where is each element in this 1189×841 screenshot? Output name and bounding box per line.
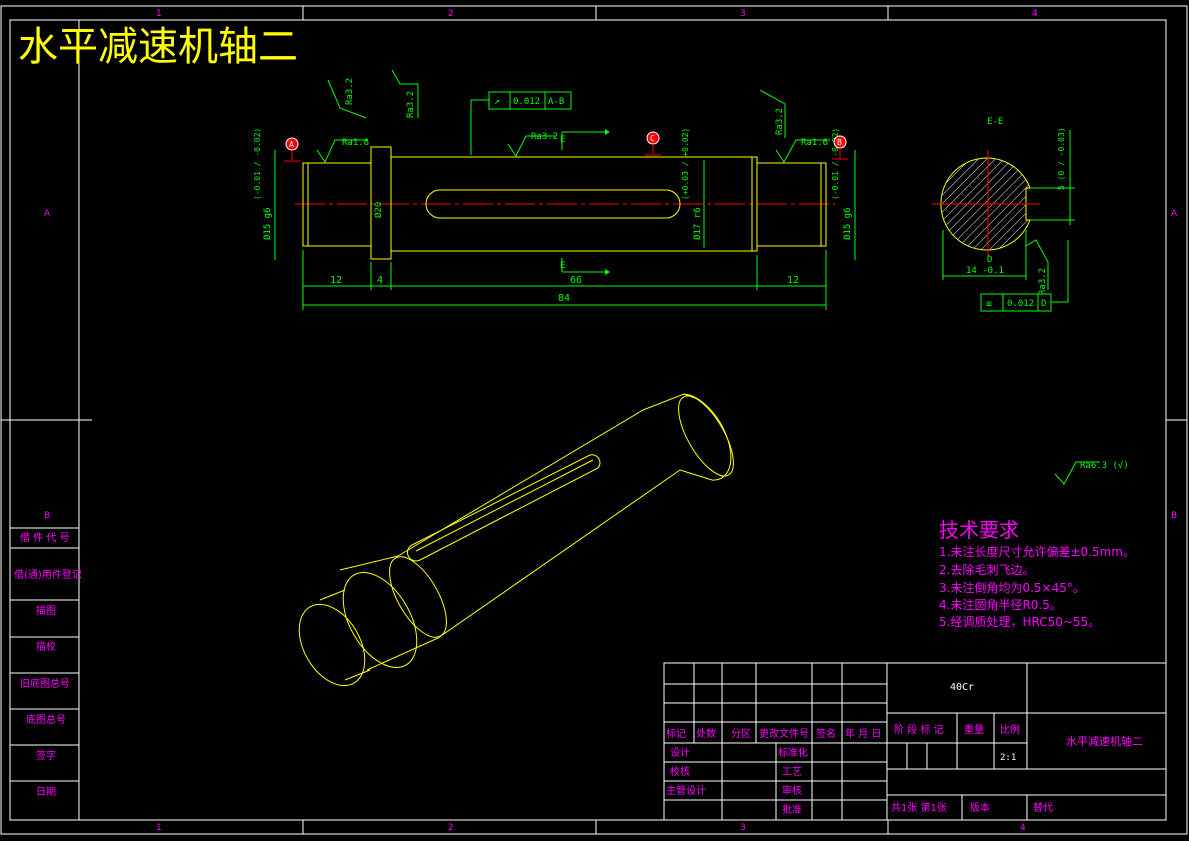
role-check: 校核 <box>670 765 690 778</box>
strip-label-8: 日期 <box>36 786 56 798</box>
tech-req-5: 5.经调质处理，HRC50~55。 <box>939 615 1100 629</box>
role-chief: 主管设计 <box>666 784 706 797</box>
dim-collar: Ø20 <box>373 202 384 218</box>
general-roughness: Ra6.3 (√) <box>1054 460 1129 485</box>
dim-left-journal-tol: (-0.01 / -0.02) <box>253 128 262 200</box>
dim-middle: Ø17 r6 <box>692 207 703 240</box>
general-roughness-label: Ra6.3 (√) <box>1080 460 1129 471</box>
zone-left-a: A <box>44 209 51 219</box>
section-label: E-E <box>987 117 1003 127</box>
dim-middle-tol: (+0.03 / +0.02) <box>681 128 690 200</box>
title-block: 40Cr 水平减速机轴二 2:1 标记 处数 分区 更改文件号 签名 年 月 日… <box>663 662 1167 821</box>
tol-symbol: ↗ <box>494 96 500 107</box>
zone-top-2: 2 <box>448 9 454 19</box>
role-approve: 批准 <box>782 803 802 816</box>
strip-label-5: 旧底图总号 <box>20 677 70 690</box>
section-dim-key: 5 (0 / -0.03) <box>1057 127 1066 190</box>
zone-right-a: A <box>1171 209 1178 219</box>
scale-hdr: 比例 <box>1000 723 1020 736</box>
tech-req-3: 3.未注倒角均为0.5×45°。 <box>939 580 1085 595</box>
zone-bottom-4: 4 <box>1020 823 1026 833</box>
zone-top-3: 3 <box>740 9 746 19</box>
shaft-3d-view <box>298 393 734 687</box>
strip-label-2: 借(通)用件登记 <box>14 568 82 581</box>
section-tol-symbol: ≡ <box>986 299 992 310</box>
strip-label-6: 底图总号 <box>26 713 66 726</box>
hdr-mark: 标记 <box>666 728 686 740</box>
version: 版本 <box>970 801 990 814</box>
zone-bottom-1: 1 <box>156 823 162 833</box>
zone-bottom-2: 2 <box>448 823 454 833</box>
right-journal <box>756 162 827 247</box>
dim-4: 4 <box>377 275 383 286</box>
dim-84: 84 <box>558 293 570 304</box>
hdr-zone: 分区 <box>731 728 751 740</box>
zone-bottom-3: 3 <box>740 823 746 833</box>
role-design: 设计 <box>670 746 690 759</box>
section-tol-value: 0.012 <box>1007 299 1034 309</box>
rough-0: Ra3.2 <box>345 78 355 105</box>
strip-label-4: 描校 <box>36 640 56 653</box>
dim-right-journal-tol: (-0.01 / -0.02) <box>831 128 840 200</box>
section-dim-width: 14 -0.1 <box>966 266 1004 276</box>
zone-left-b: B <box>44 511 50 521</box>
role-process: 工艺 <box>782 766 802 778</box>
dim-left-journal: Ø15 g6 <box>262 207 273 240</box>
section-e-top: E <box>560 135 565 145</box>
inner-frame <box>9 19 1167 821</box>
rough-4: Ra3.2 <box>775 108 785 135</box>
role-std: 标准化 <box>778 746 808 759</box>
tech-req-title: 技术要求 <box>939 518 1019 542</box>
tol-datum: A-B <box>548 97 564 107</box>
dim-right-journal: Ø15 g6 <box>842 207 853 240</box>
rough-5: Ra1.6 <box>801 138 828 148</box>
svg-text:C: C <box>650 134 655 143</box>
scale: 2:1 <box>1000 753 1016 763</box>
section-e-bottom: E <box>560 261 565 271</box>
rough-1: Ra1.6 <box>342 138 369 148</box>
zone-right-b: B <box>1171 511 1177 521</box>
section-datum: D <box>987 255 992 265</box>
part-name: 水平减速机轴二 <box>1066 734 1143 748</box>
section-tol-datum: D <box>1041 299 1046 309</box>
weight-hdr: 重量 <box>964 723 984 736</box>
hdr-count: 处数 <box>696 727 716 740</box>
section-view: E-E 14 -0.1 D 5 (0 / -0.03) Ra3.2 ≡ 0.01… <box>932 117 1075 312</box>
tech-req-4: 4.未注圆角半径R0.5。 <box>939 597 1062 612</box>
strip-label-1: 借 件 代 号 <box>20 532 70 544</box>
hdr-sign: 签名 <box>816 727 836 740</box>
shaft-main-view <box>295 146 835 260</box>
replace: 替代 <box>1033 801 1053 814</box>
tech-req-2: 2.去除毛刺飞边。 <box>939 562 1034 577</box>
svg-text:B: B <box>837 138 842 147</box>
tech-req-1: 1.未注长度尺寸允许偏差±0.5mm。 <box>939 544 1135 559</box>
zone-top-1: 1 <box>156 9 162 19</box>
stage-hdr: 阶 段 标 记 <box>894 723 944 736</box>
rough-2: Ra3.2 <box>406 91 416 118</box>
strip-label-3: 描图 <box>36 604 56 617</box>
tech-requirements: 技术要求 1.未注长度尺寸允许偏差±0.5mm。 2.去除毛刺飞边。 3.未注倒… <box>939 518 1135 629</box>
drawing-title: 水平减速机轴二 <box>18 24 298 70</box>
strip-label-7: 签字 <box>36 749 56 762</box>
main-annotations: Ra1.6 Ra3.2 Ra3.2 Ra3.2 Ra3.2 Ra1.6 ↗ 0.… <box>284 69 848 275</box>
role-review: 审核 <box>782 784 802 797</box>
outer-frame <box>0 5 1188 835</box>
dim-12-left: 12 <box>330 275 342 286</box>
svg-text:A: A <box>289 140 294 149</box>
rough-3: Ra3.2 <box>531 132 558 142</box>
dim-66: 66 <box>570 275 582 286</box>
zone-top-4: 4 <box>1032 9 1038 19</box>
main-dimensions: 12 4 66 12 84 Ø15 g6 (-0.01 / -0.02) Ø20… <box>253 128 856 310</box>
sheet-info: 共1张 第1张 <box>891 801 947 814</box>
material: 40Cr <box>950 682 974 693</box>
hdr-date: 年 月 日 <box>845 727 881 740</box>
keyway-slot <box>425 189 681 219</box>
tol-value: 0.012 <box>513 97 540 107</box>
dim-12-right: 12 <box>787 275 799 286</box>
section-roughness: Ra3.2 <box>1038 268 1048 295</box>
hdr-doc: 更改文件号 <box>759 727 809 740</box>
